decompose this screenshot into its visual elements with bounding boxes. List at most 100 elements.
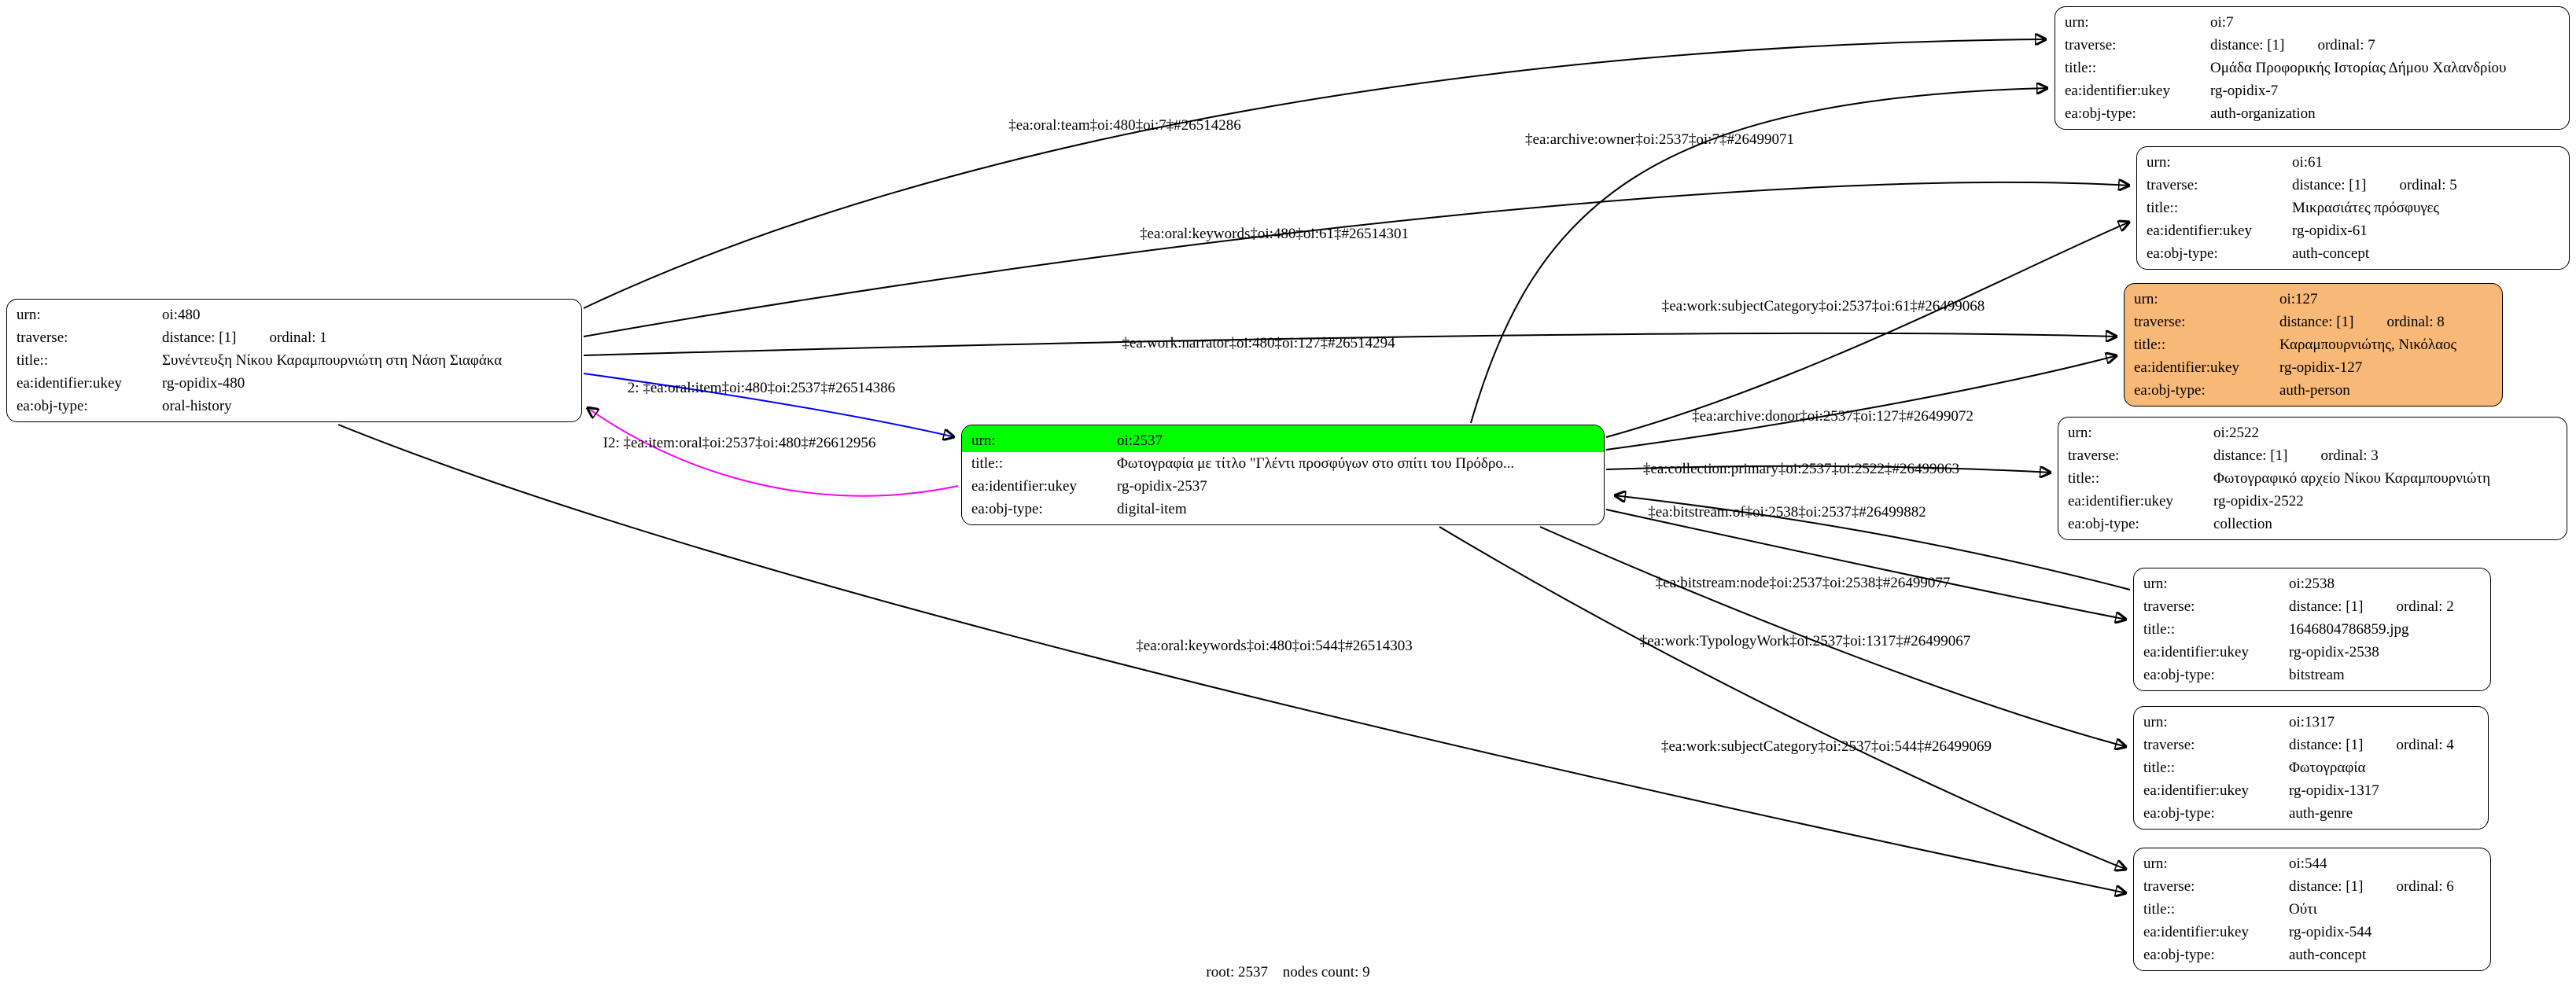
field-value: distance: [1]ordinal: 6 — [2289, 875, 2481, 898]
edge-work-typologywork — [1539, 526, 2127, 747]
edge-label-work-subjectcategory-61: ‡ea:work:subjectCategory‡oi:2537‡oi:61‡#… — [1661, 298, 1985, 315]
edge-label-work-narrator: ‡ea:work:narrator‡oi:480‡oi:127‡#2651429… — [1122, 335, 1395, 351]
edge-oral-keywords-61 — [583, 182, 2130, 337]
field-value: rg-opidix-7 — [2210, 83, 2279, 99]
edge-item-oral — [587, 407, 959, 497]
field-value: oi:7 — [2210, 14, 2234, 31]
edge-collection-primary — [1605, 465, 2051, 473]
field-value: distance: [1] ordinal: 1 — [162, 326, 572, 349]
node-oi-127: urn: oi:127 traverse: distance: [1]ordin… — [2124, 283, 2503, 407]
field-value: distance: [1]ordinal: 7 — [2210, 34, 2559, 57]
field-key: urn: — [2143, 855, 2168, 872]
field-key: title:: — [2143, 760, 2176, 776]
node-oi-544: urn: oi:544 traverse: distance: [1]ordin… — [2133, 848, 2491, 971]
field-value: auth-person — [2279, 382, 2350, 399]
field-key: title:: — [2068, 470, 2100, 487]
edge-label-work-subjectcategory-544: ‡ea:work:subjectCategory‡oi:2537‡oi:544‡… — [1660, 738, 1992, 755]
field-value: rg-opidix-127 — [2279, 359, 2363, 376]
field-key: traverse: — [17, 329, 68, 346]
edge-label-oral-team: ‡ea:oral:team‡oi:480‡oi:7‡#26514286 — [1008, 117, 1241, 134]
field-value: collection — [2213, 516, 2272, 532]
field-key: ea:obj-type: — [2134, 382, 2206, 399]
node-field-traverse: traverse: distance: [1]ordinal: 6 — [2134, 875, 2490, 898]
traverse-distance: distance: [1] — [2279, 314, 2354, 330]
traverse-distance: distance: [1] — [162, 329, 237, 346]
edge-label-bitstream-node: ‡ea:bitstream:node‡oi:2537‡oi:2538‡#2649… — [1655, 575, 1951, 591]
node-field-traverse: traverse: distance: [1]ordinal: 5 — [2137, 174, 2569, 197]
field-value: rg-opidix-2522 — [2213, 493, 2304, 510]
field-value: oi:2522 — [2213, 425, 2260, 441]
field-value: auth-organization — [2210, 105, 2316, 122]
edge-bitstream-node — [1605, 509, 2127, 620]
traverse-distance: distance: [1] — [2289, 598, 2364, 615]
field-key: traverse: — [2134, 314, 2186, 330]
node-field-objtype: ea:obj-type: auth-concept — [2137, 242, 2569, 265]
field-value: distance: [1]ordinal: 8 — [2279, 311, 2493, 333]
field-value: oi:2538 — [2289, 576, 2335, 592]
node-field-title: title:: Συνέντευξη Νίκου Καραμπουρνιώτη … — [7, 349, 581, 372]
node-field-urn: urn: oi:2522 — [2058, 421, 2567, 444]
field-value: oi:1317 — [2289, 714, 2335, 730]
root-summary: root: 2537 nodes count: 9 — [1206, 964, 1369, 981]
field-key: urn: — [2134, 291, 2158, 307]
node-field-traverse: traverse: distance: [1]ordinal: 8 — [2125, 311, 2502, 333]
field-key: urn: — [17, 307, 41, 323]
node-field-title: title:: Φωτογραφικό αρχείο Νίκου Καραμπο… — [2058, 467, 2567, 490]
node-field-urn-highlighted: urn: oi:2537 — [962, 425, 1604, 452]
field-value: digital-item — [1117, 501, 1187, 517]
edge-archive-owner — [1470, 88, 2048, 424]
node-field-objtype: ea:obj-type: auth-person — [2125, 379, 2502, 402]
field-value: Ούτι — [2289, 901, 2317, 918]
field-key: ea:identifier:ukey — [2147, 223, 2252, 239]
field-value: rg-opidix-1317 — [2289, 782, 2379, 799]
field-value: distance: [1]ordinal: 5 — [2292, 174, 2559, 197]
field-key: traverse: — [2143, 598, 2195, 615]
node-field-title: title:: Ομάδα Προφορικής Ιστορίας Δήμου … — [2055, 57, 2569, 79]
node-field-objtype: ea:obj-type: auth-concept — [2134, 944, 2490, 966]
node-oi-480: urn: oi:480 traverse: distance: [1] ordin… — [6, 299, 582, 422]
traverse-ordinal: ordinal: 4 — [2396, 737, 2454, 753]
field-value: oi:127 — [2279, 291, 2318, 307]
traverse-distance: distance: [1] — [2292, 177, 2367, 193]
field-key: ea:obj-type: — [2065, 105, 2136, 122]
field-key: title:: — [2143, 621, 2176, 638]
root-label: root: 2537 — [1206, 964, 1269, 980]
node-field-traverse: traverse: distance: [1]ordinal: 2 — [2134, 595, 2490, 618]
node-oi-2537-root: urn: oi:2537 title:: Φωτογραφία με τίτλο… — [961, 425, 1605, 525]
node-field-urn: urn: oi:7 — [2055, 11, 2569, 34]
field-key: urn: — [2143, 714, 2168, 730]
field-value: distance: [1]ordinal: 3 — [2213, 444, 2557, 467]
field-key: ea:identifier:ukey — [2143, 782, 2249, 799]
node-field-ukey: ea:identifier:ukey rg-opidix-127 — [2125, 356, 2502, 379]
node-oi-1317: urn: oi:1317 traverse: distance: [1]ordi… — [2133, 706, 2489, 830]
edge-work-narrator — [583, 333, 2117, 356]
node-field-ukey: ea:identifier:ukey rg-opidix-61 — [2137, 219, 2569, 242]
edge-work-subjectcategory-544 — [1439, 526, 2127, 870]
node-field-objtype: ea:obj-type: auth-genre — [2134, 802, 2488, 825]
edge-label-oral-keywords-544: ‡ea:oral:keywords‡oi:480‡oi:544‡#2651430… — [1136, 638, 1413, 654]
field-value: auth-concept — [2292, 245, 2370, 262]
node-oi-2522: urn: oi:2522 traverse: distance: [1]ordi… — [2058, 417, 2567, 540]
node-field-title: title:: Μικρασιάτες πρόσφυγες — [2137, 197, 2569, 219]
field-value: auth-genre — [2289, 805, 2353, 822]
node-oi-7: urn: oi:7 traverse: distance: [1]ordinal… — [2055, 6, 2570, 130]
field-key: traverse: — [2143, 878, 2195, 895]
traverse-ordinal: ordinal: 3 — [2320, 447, 2379, 464]
field-key: ea:obj-type: — [17, 398, 88, 414]
traverse-ordinal: ordinal: 1 — [269, 329, 327, 346]
field-value: rg-opidix-61 — [2292, 223, 2368, 239]
edge-archive-donor — [1605, 355, 2117, 451]
traverse-distance: distance: [1] — [2289, 878, 2364, 895]
node-field-ukey: ea:identifier:ukey rg-opidix-2538 — [2134, 641, 2490, 664]
field-key: traverse: — [2068, 447, 2120, 464]
field-key: title:: — [2134, 337, 2166, 353]
field-value: oi:480 — [162, 307, 201, 323]
node-field-ukey: ea:identifier:ukey rg-opidix-2522 — [2058, 490, 2567, 513]
field-value: rg-opidix-544 — [2289, 924, 2372, 940]
field-key: traverse: — [2065, 37, 2117, 53]
field-key: urn: — [2068, 425, 2092, 441]
node-oi-61: urn: oi:61 traverse: distance: [1]ordina… — [2136, 146, 2570, 270]
edge-label-collection-primary: ‡ea:collection:primary‡oi:2537‡oi:2522‡#… — [1642, 461, 1960, 477]
node-field-traverse: traverse: distance: [1] ordinal: 1 — [7, 326, 581, 349]
field-value: bitstream — [2289, 667, 2345, 683]
